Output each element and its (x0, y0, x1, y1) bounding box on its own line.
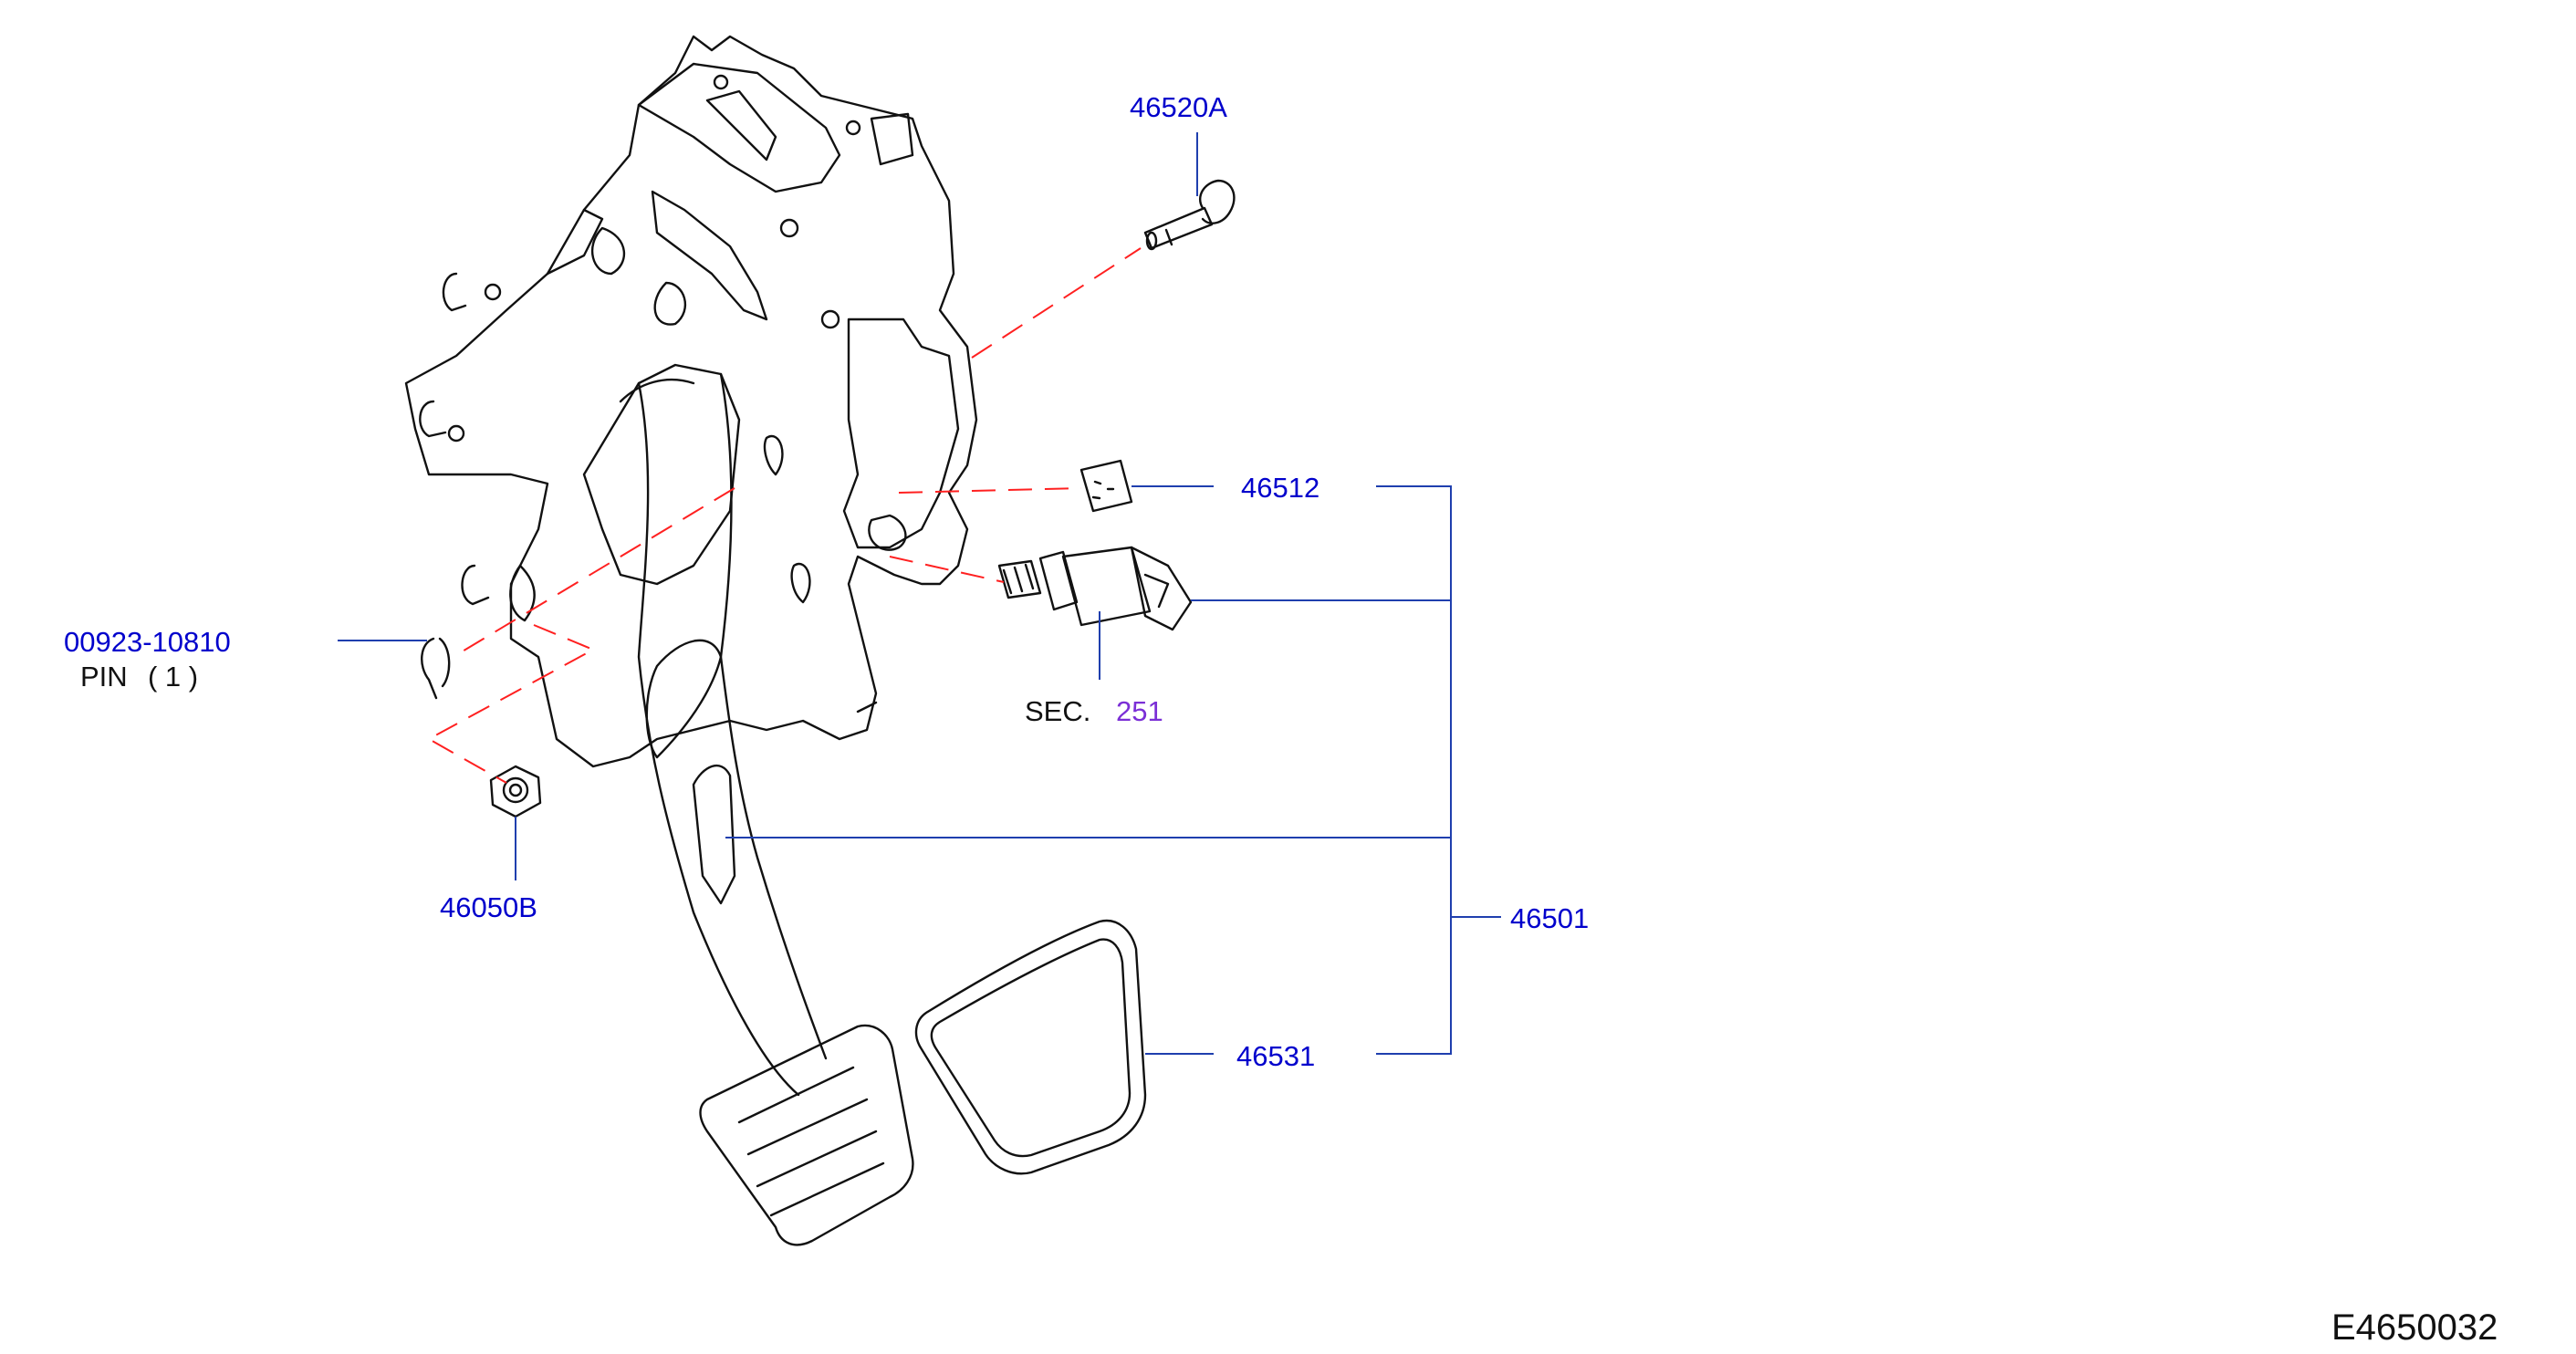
stopper-46512 (1079, 459, 1133, 513)
leader-lines (338, 132, 1501, 1055)
pedal-bracket-assembly (404, 35, 1147, 1246)
clip-pin-00923-10810 (421, 637, 451, 700)
assembly-dashed-lines (426, 247, 1142, 784)
part-quantity: ( 1 ) (148, 661, 198, 693)
part-description-pin: PIN (80, 661, 128, 693)
section-ref-251[interactable]: 251 (1116, 695, 1163, 727)
part-label-46520a[interactable]: 46520A (1130, 91, 1227, 123)
part-label-00923-10810[interactable]: 00923-10810 (64, 626, 231, 658)
section-ref-prefix: SEC. (1025, 695, 1090, 727)
part-label-46501[interactable]: 46501 (1510, 902, 1589, 934)
part-label-46512[interactable]: 46512 (1241, 472, 1319, 504)
stop-lamp-switch (997, 546, 1193, 631)
diagram-code: E4650032 (2331, 1307, 2498, 1348)
clevis-pin-46520a (1143, 179, 1236, 251)
part-label-46531[interactable]: 46531 (1236, 1040, 1315, 1072)
nut-46050b (489, 765, 542, 818)
part-label-46050b[interactable]: 46050B (440, 891, 537, 923)
